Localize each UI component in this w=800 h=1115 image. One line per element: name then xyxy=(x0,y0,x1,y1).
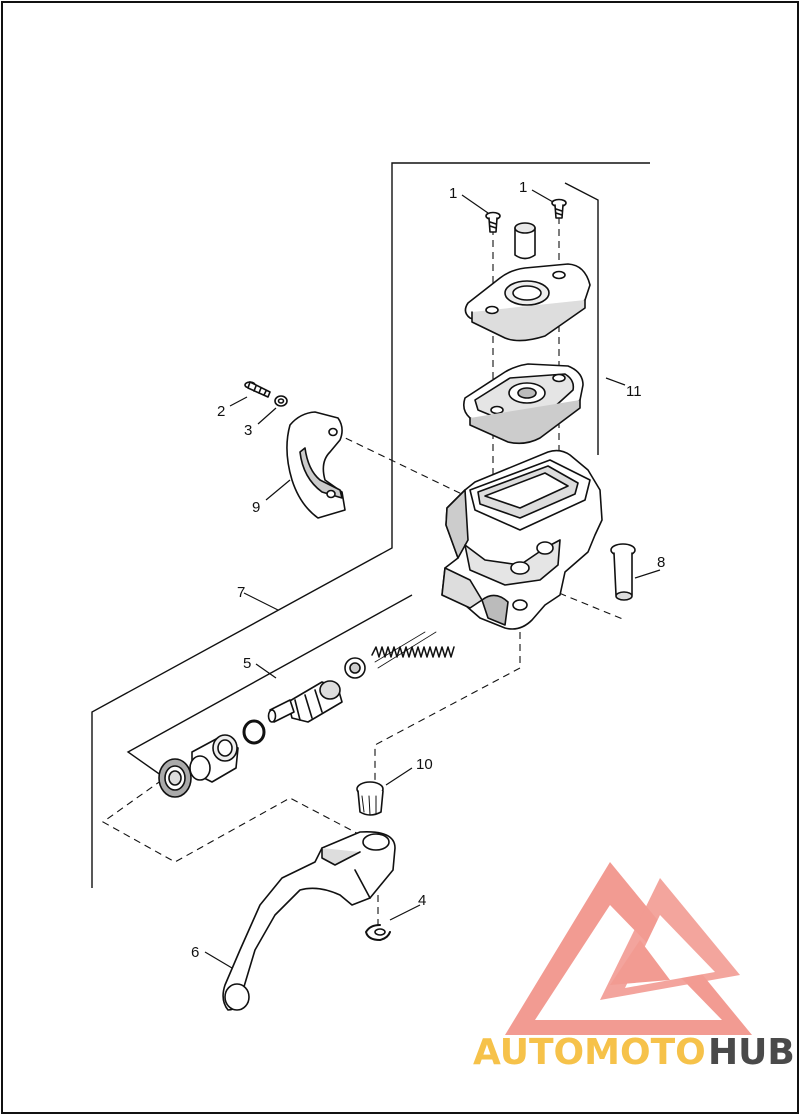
assembly-lines xyxy=(101,205,626,928)
cover-gasket xyxy=(463,363,584,445)
callout-1-left: 1 xyxy=(449,185,457,202)
reservoir-cover xyxy=(464,263,591,342)
callout-7: 7 xyxy=(237,584,245,601)
dust-seal xyxy=(158,758,192,798)
callout-3: 3 xyxy=(244,422,252,439)
watermark-text-hub: HUB xyxy=(708,1032,795,1073)
piston-bushing xyxy=(189,734,239,783)
screw-1-left xyxy=(485,211,501,233)
callout-1-right: 1 xyxy=(519,179,527,196)
lever-bushing-10 xyxy=(356,781,384,816)
bracket-7 xyxy=(91,162,650,888)
o-ring xyxy=(242,719,266,745)
callout-9: 9 xyxy=(252,499,260,516)
piston xyxy=(267,680,343,723)
screw-1-right xyxy=(551,198,567,219)
pivot-pin-8 xyxy=(610,543,636,601)
master-cylinder-body xyxy=(441,449,603,630)
callout-5: 5 xyxy=(243,655,251,672)
callout-11: 11 xyxy=(626,383,642,400)
callout-4: 4 xyxy=(418,892,426,909)
piston-spring xyxy=(371,631,455,669)
bracket-5 xyxy=(126,594,413,779)
callout-6: 6 xyxy=(191,944,199,961)
watermark-logo xyxy=(505,862,752,1035)
sight-glass-plug xyxy=(514,222,536,260)
washer-3 xyxy=(274,395,288,407)
callout-8: 8 xyxy=(657,554,665,571)
leader-lines xyxy=(204,189,661,969)
callout-2: 2 xyxy=(217,403,225,420)
brake-lever-6 xyxy=(222,831,396,1011)
handlebar-clamp-9 xyxy=(286,411,346,519)
e-clip-4 xyxy=(365,924,391,941)
clamp-bolt-2 xyxy=(244,381,271,398)
primary-cup xyxy=(344,657,366,679)
callout-10: 10 xyxy=(416,756,433,773)
watermark-text-automoto: AUTOMOTO xyxy=(473,1032,706,1073)
bracket-11 xyxy=(564,182,599,455)
